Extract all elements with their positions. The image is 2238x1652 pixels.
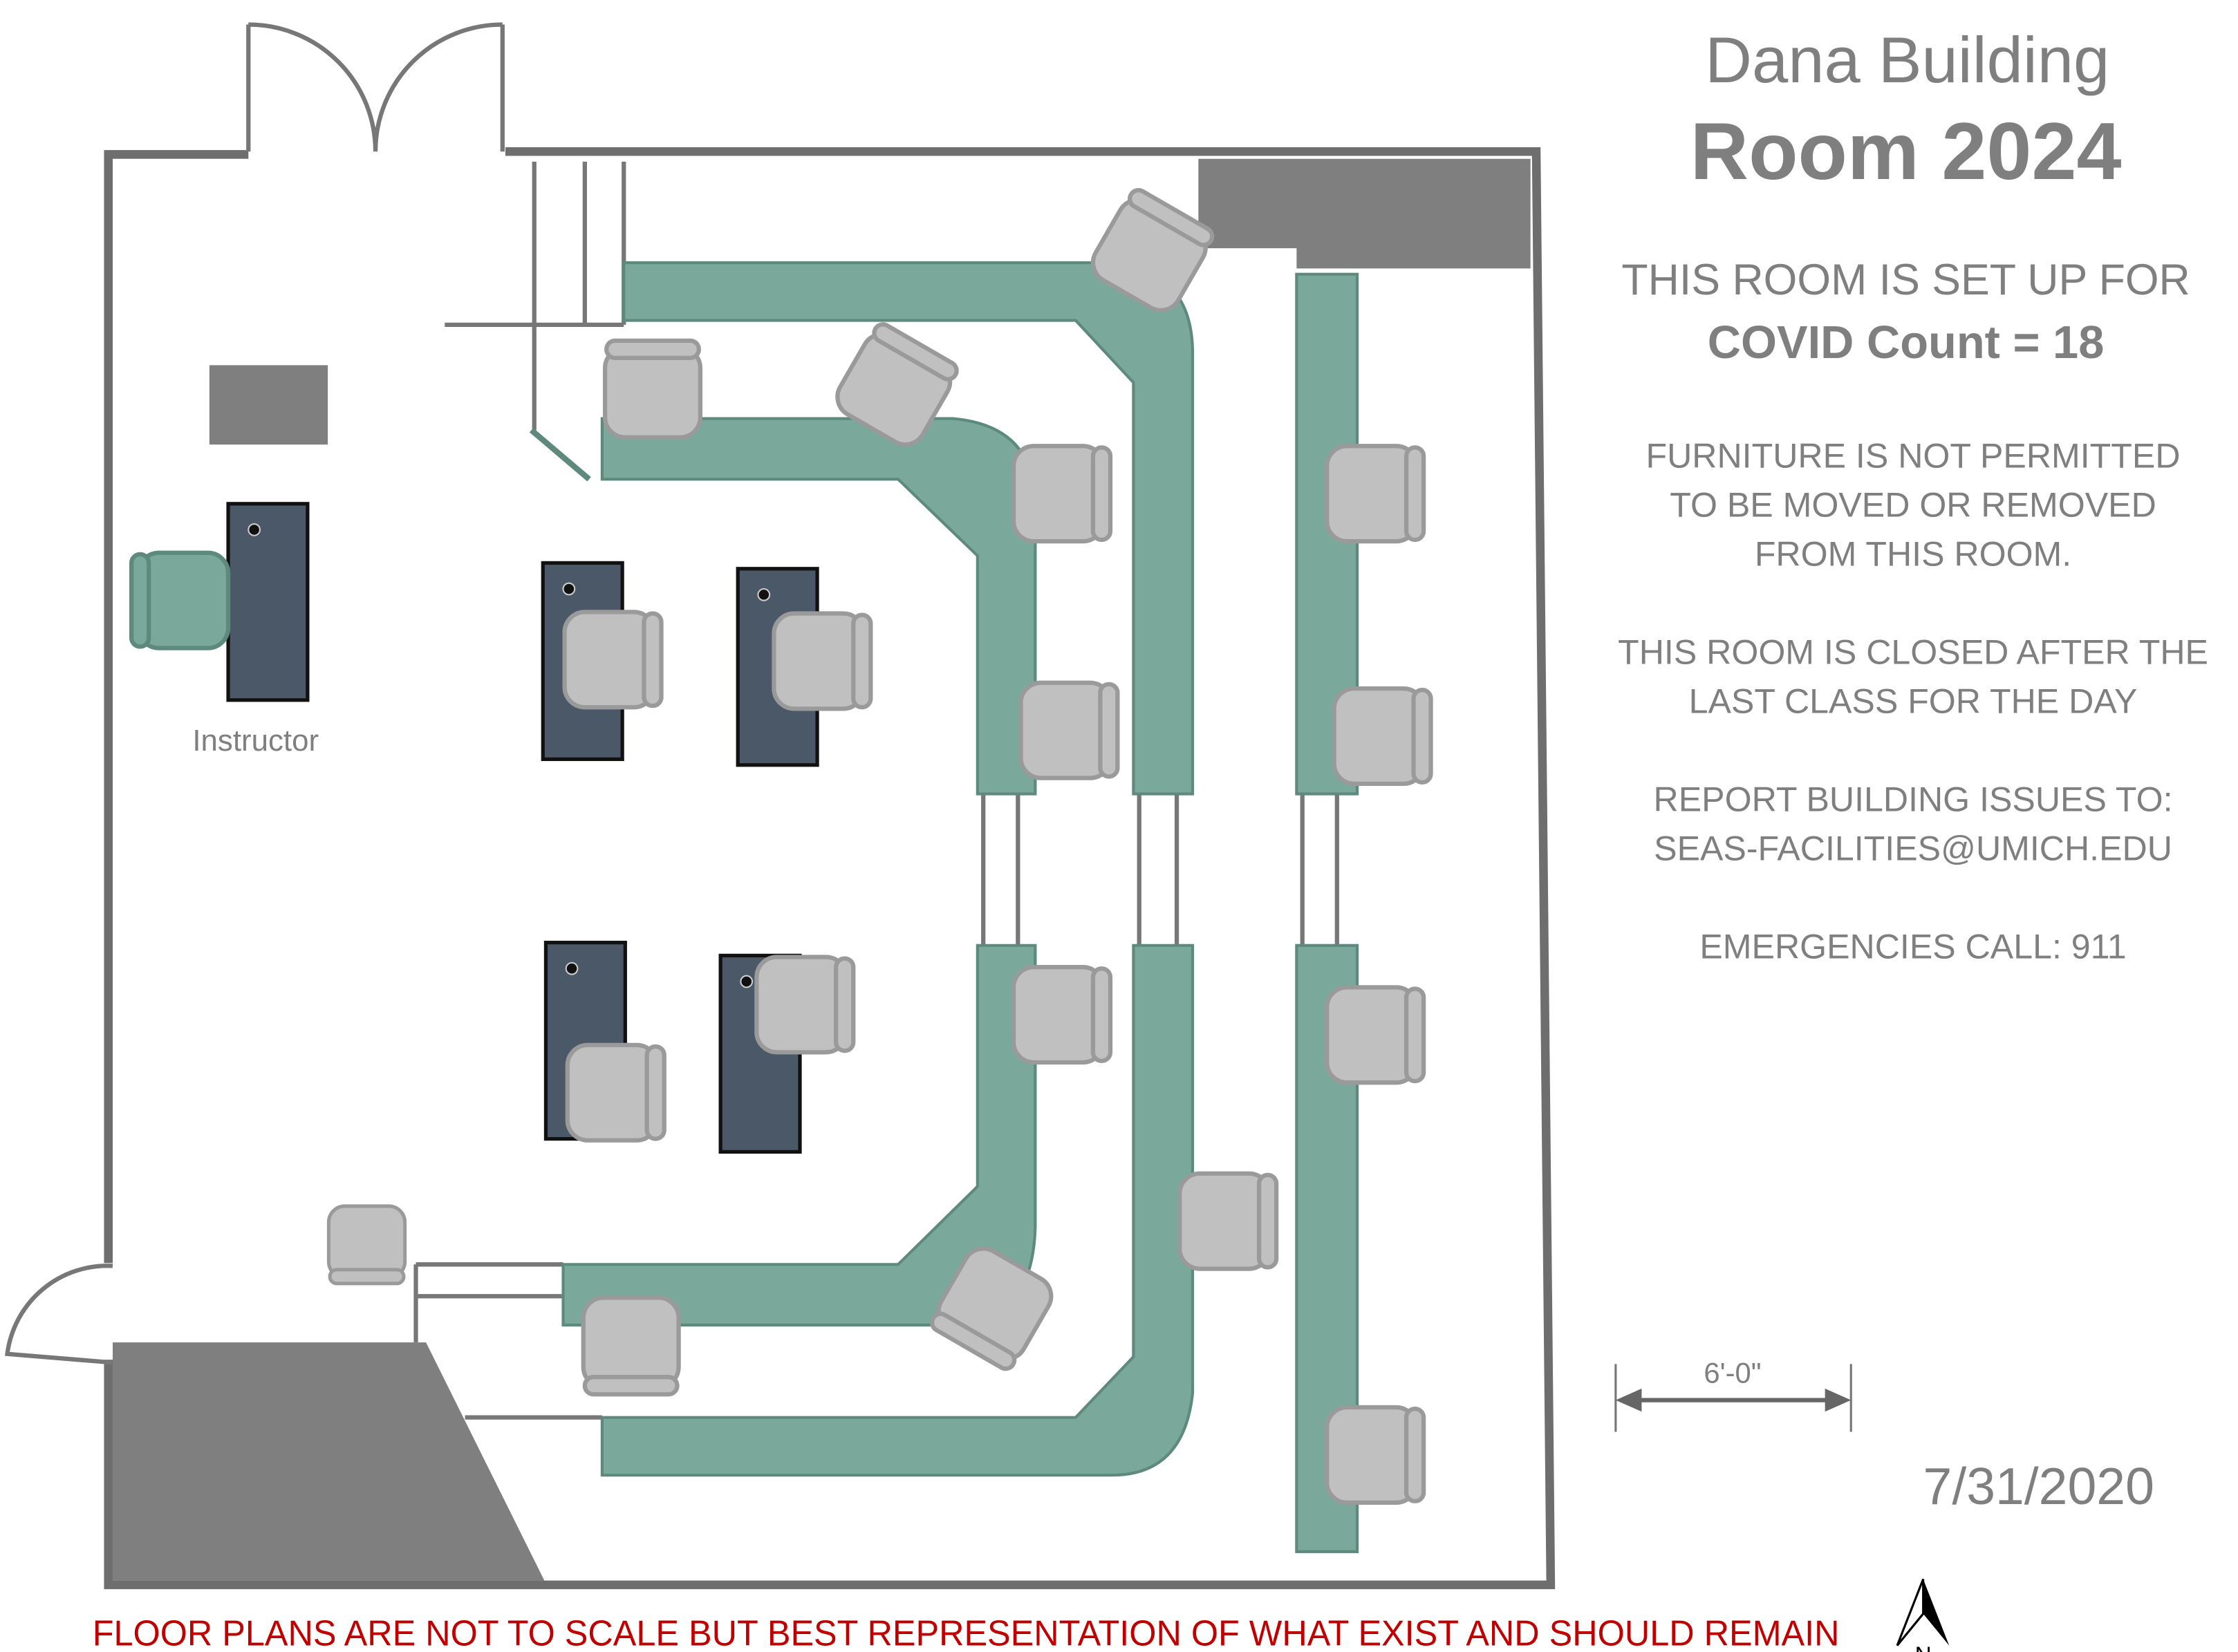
chair [1014,446,1110,541]
info-panel: Dana Building Room 2024 THIS ROOM IS SET… [1618,24,2208,966]
instructor-chair [129,550,231,650]
facilities-email[interactable]: SEAS-FACILITIES@UMICH.EDU [1654,829,2172,868]
disclaimer: FLOOR PLANS ARE NOT TO SCALE BUT BEST RE… [93,1614,1840,1652]
chair [328,1206,404,1284]
plan-date: 7/31/2020 [1923,1457,2154,1515]
table-bottom-outer [600,944,1195,1477]
closed-notice: THIS ROOM IS CLOSED AFTER THE [1618,633,2208,672]
setup-line-1: THIS ROOM IS SET UP FOR [1621,256,2190,304]
chair [565,612,662,707]
building-name: Dana Building [1705,24,2109,96]
north-arrow-icon: N [1896,1578,1950,1652]
chair [1327,1407,1424,1503]
north-label: N [1915,1643,1932,1652]
instructor-desk [226,502,310,702]
chair [1334,688,1431,784]
chair [1179,1174,1276,1269]
chair [1327,446,1424,541]
scale-label: 6'-0" [1704,1357,1761,1389]
chair [774,614,870,709]
chair [1327,987,1424,1082]
desks [226,502,819,1154]
room-walls [5,22,1556,1590]
instructor-label: Instructor [192,724,319,758]
chair [584,1297,679,1394]
closed-notice: LAST CLASS FOR THE DAY [1689,682,2138,721]
furniture-notice: FURNITURE IS NOT PERMITTED [1646,437,2181,476]
chair [1014,967,1110,1062]
chair [1020,683,1117,778]
furniture-notice: FROM THIS ROOM. [1755,535,2071,574]
room-title: Room 2024 [1690,106,2122,196]
report-notice: REPORT BUILDING ISSUES TO: [1654,780,2173,819]
wall-blocks [112,158,1531,1581]
chair [756,957,853,1053]
setup-line-2: COVID Count = 18 [1708,317,2105,368]
emergency-notice: EMERGENCIES CALL: 911 [1699,928,2126,966]
chair [605,341,700,438]
chair [568,1045,664,1141]
furniture-notice: TO BE MOVED OR REMOVED [1670,486,2156,525]
tables [561,261,1359,1553]
scale-bar: 6'-0" [1614,1357,1852,1432]
